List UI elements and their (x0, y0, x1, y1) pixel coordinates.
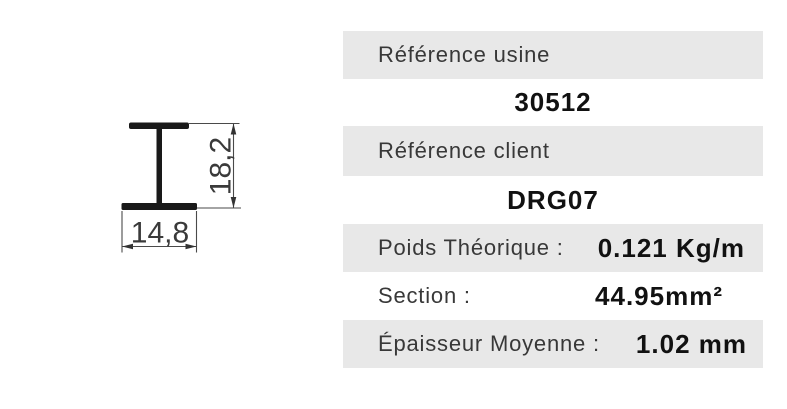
section-label: Section : (378, 283, 471, 308)
reference-usine-value: 30512 (514, 87, 592, 117)
poids-theorique-value: 0.121 Kg/m (597, 232, 745, 263)
profile-top-flange (129, 122, 189, 129)
height-arrow-down-icon (230, 197, 237, 208)
row-epaisseur-moyenne: Épaisseur Moyenne : 1.02 mm (343, 320, 763, 368)
spec-table: Référence usine 30512 Référence client D… (343, 31, 763, 368)
width-dimension-label: 14,8 (131, 217, 189, 250)
height-arrow-up-icon (230, 123, 237, 135)
row-reference-usine-header: Référence usine (343, 31, 763, 79)
row-reference-usine-value: 30512 (343, 79, 763, 126)
width-arrow-right-icon (185, 243, 197, 250)
epaisseur-moyenne-label: Épaisseur Moyenne : (378, 331, 600, 356)
reference-client-value: DRG07 (507, 184, 599, 215)
reference-usine-label: Référence usine (378, 42, 551, 67)
reference-client-label: Référence client (378, 138, 550, 163)
epaisseur-moyenne-value: 1.02 mm (635, 328, 747, 359)
profile-web (156, 127, 162, 205)
poids-theorique-label: Poids Théorique : (378, 235, 564, 260)
profile-drawing: 18,2 14,8 (121, 122, 241, 253)
height-dimension-label: 18,2 (205, 137, 238, 195)
row-poids-theorique: Poids Théorique : 0.121 Kg/m (343, 224, 763, 272)
profile-bottom-flange (121, 203, 197, 210)
row-reference-client-value: DRG07 (343, 176, 763, 224)
row-section: Section : 44.95mm² (343, 272, 763, 320)
section-value: 44.95mm² (595, 280, 723, 311)
width-arrow-left-icon (122, 243, 133, 250)
row-reference-client-header: Référence client (343, 126, 763, 176)
